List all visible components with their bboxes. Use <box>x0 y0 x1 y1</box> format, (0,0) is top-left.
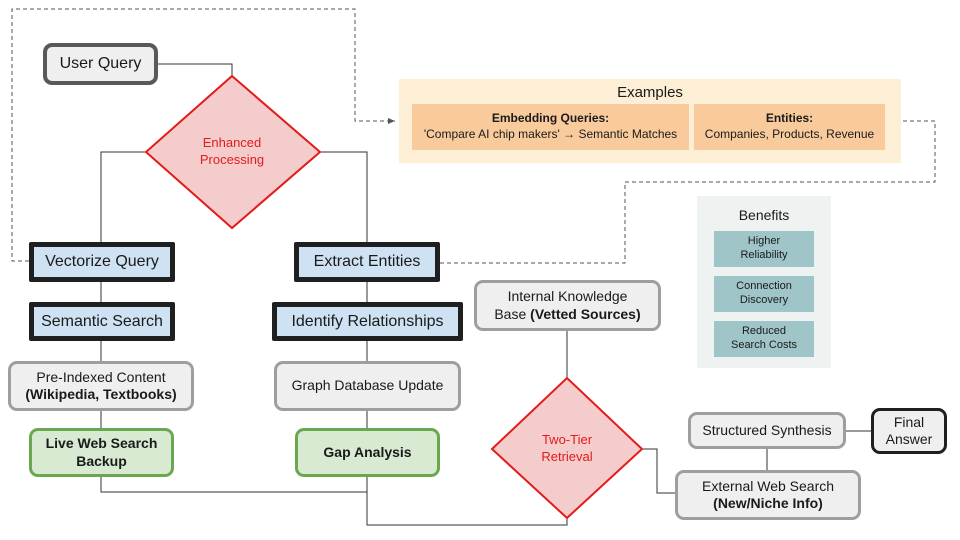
internal-kb-line2-bold: (Vetted Sources) <box>530 305 641 322</box>
external-web-line2: (New/Niche Info) <box>713 495 823 511</box>
edge-two-tier-to-external <box>642 448 675 494</box>
pre-indexed-line1: Pre-Indexed Content <box>36 368 166 385</box>
dashed-vectorize-to-examples <box>11 8 395 262</box>
internal-knowledge-base-node: Internal Knowledge Base (Vetted Sources) <box>474 280 661 331</box>
graph-database-update-node: Graph Database Update <box>274 361 461 411</box>
semantic-search-node: Semantic Search <box>29 302 175 341</box>
enhanced-processing-label: Enhanced Processing <box>199 135 265 167</box>
external-web-line1: External Web Search <box>701 477 835 494</box>
embedding-queries-example: Embedding Queries: 'Compare AI chip make… <box>412 104 689 150</box>
edge-processing-to-vectorize <box>100 151 146 242</box>
vectorize-query-node: Vectorize Query <box>29 242 175 282</box>
benefit-higher-reliability: Higher Reliability <box>714 231 814 267</box>
examples-panel: Examples Embedding Queries: 'Compare AI … <box>399 79 901 163</box>
dashed-extract-to-entities <box>440 118 936 264</box>
extract-entities-node: Extract Entities <box>294 242 440 282</box>
live-web-search-backup-node: Live Web Search Backup <box>29 428 174 477</box>
gap-analysis-label: Gap Analysis <box>323 443 412 460</box>
user-query-node: User Query <box>43 43 158 85</box>
identify-relationships-label: Identify Relationships <box>291 312 444 330</box>
entities-text: Companies, Products, Revenue <box>704 127 875 141</box>
benefit-reduced-search-costs: Reduced Search Costs <box>714 321 814 357</box>
internal-kb-line2-prefix: Base <box>494 305 531 322</box>
two-tier-retrieval-diamond <box>490 376 644 520</box>
extract-entities-label: Extract Entities <box>313 253 421 270</box>
enhanced-processing-diamond <box>144 74 322 230</box>
embedding-queries-heading: Embedding Queries: <box>491 111 610 126</box>
user-query-label: User Query <box>59 55 142 72</box>
benefits-title: Benefits <box>738 207 790 223</box>
pre-indexed-content-node: Pre-Indexed Content (Wikipedia, Textbook… <box>8 361 194 411</box>
semantic-search-label: Semantic Search <box>41 312 163 330</box>
pre-indexed-line2: (Wikipedia, Textbooks) <box>25 386 177 402</box>
structured-synthesis-label: Structured Synthesis <box>702 421 832 438</box>
gap-analysis-node: Gap Analysis <box>295 428 440 477</box>
entities-example: Entities: Companies, Products, Revenue <box>694 104 885 150</box>
entities-heading: Entities: <box>765 111 814 126</box>
external-web-search-node: External Web Search (New/Niche Info) <box>675 470 861 520</box>
final-answer-node: Final Answer <box>871 408 947 454</box>
graph-database-label: Graph Database Update <box>291 377 444 394</box>
examples-title: Examples <box>617 84 683 101</box>
benefit-connection-discovery: Connection Discovery <box>714 276 814 312</box>
structured-synthesis-node: Structured Synthesis <box>688 412 846 449</box>
edge-query-to-processing <box>158 63 233 76</box>
benefits-panel: Benefits Higher Reliability Connection D… <box>697 196 831 368</box>
internal-kb-line1: Internal Knowledge <box>507 288 628 304</box>
edge-gap-to-two-tier <box>366 477 568 526</box>
edge-processing-to-extract <box>320 151 368 242</box>
identify-relationships-node: Identify Relationships <box>272 302 463 341</box>
two-tier-retrieval-label: Two-Tier Retrieval <box>541 432 593 464</box>
vectorize-query-label: Vectorize Query <box>45 253 159 270</box>
edge-live-to-gap-merge <box>100 477 367 493</box>
embedding-queries-text: 'Compare AI chip makers' → Semantic Matc… <box>423 127 678 141</box>
